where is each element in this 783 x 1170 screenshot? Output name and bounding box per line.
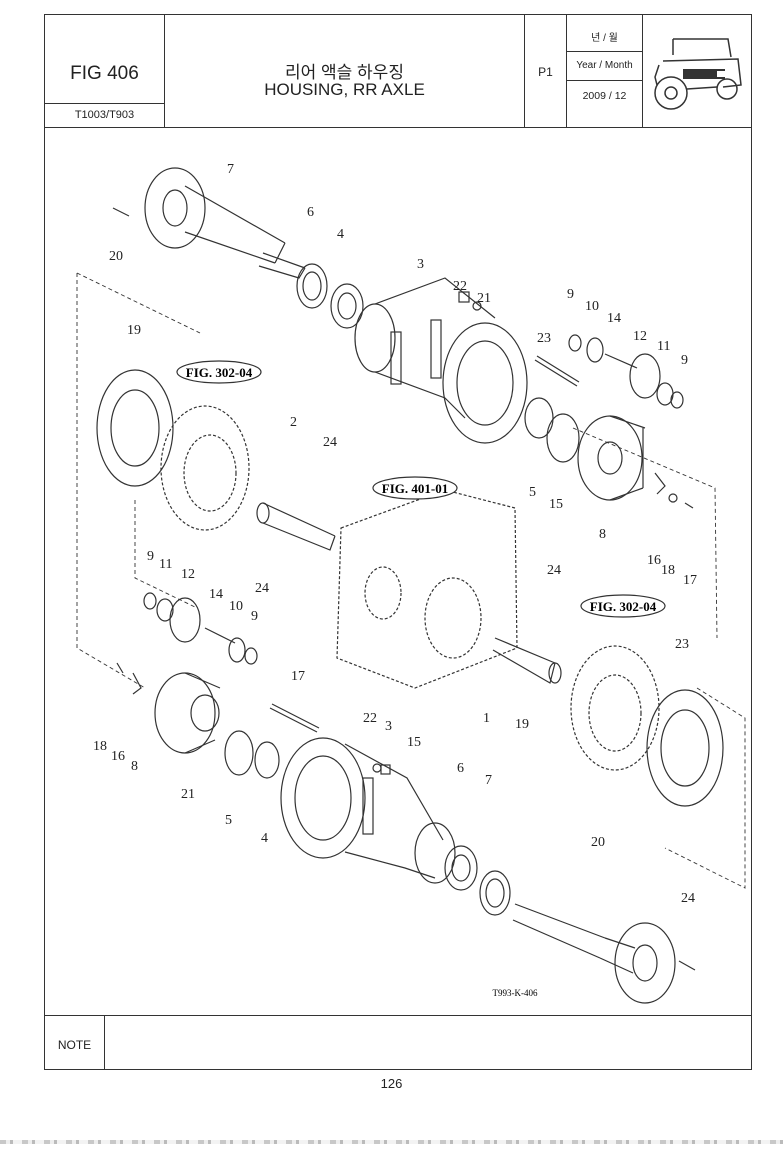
header-block: FIG 406 T1003/T903 리어 액슬 하우징 HOUSING, RR… <box>45 15 751 128</box>
stud-20-lower <box>678 960 696 971</box>
seal-upper <box>296 263 328 309</box>
callout: 20 <box>591 835 605 850</box>
pin-23-lower <box>269 703 320 733</box>
callout: 21 <box>181 787 195 802</box>
callout: 3 <box>417 257 424 272</box>
models-row: T1003/T903 <box>45 103 164 128</box>
brake-housing-upper <box>160 405 250 531</box>
callout: 10 <box>585 299 599 314</box>
axle-shaft-upper <box>144 167 306 279</box>
page-label: P1 <box>538 65 553 79</box>
callout: 24 <box>547 563 561 578</box>
callout: 15 <box>407 735 421 750</box>
callout: 9 <box>567 287 574 302</box>
callout: 3 <box>385 719 392 734</box>
note-band: NOTE <box>45 1015 751 1070</box>
axle-housing-lower <box>280 737 456 884</box>
callout: 9 <box>251 609 258 624</box>
callout: 16 <box>111 749 125 764</box>
callout: 4 <box>261 831 268 846</box>
scan-artifact-line <box>0 1140 783 1144</box>
callout: 6 <box>457 761 464 776</box>
callout: 8 <box>599 527 606 542</box>
page-number: 126 <box>380 1076 403 1091</box>
callout: 9 <box>147 549 154 564</box>
callout: 19 <box>127 323 141 338</box>
callout: 5 <box>529 485 536 500</box>
tractor-cell <box>643 15 751 127</box>
callout: 17 <box>683 573 697 588</box>
callout: 2 <box>290 415 297 430</box>
figure-cell: FIG 406 T1003/T903 <box>45 15 165 127</box>
callout: 20 <box>109 249 123 264</box>
figure-number: FIG 406 <box>70 63 139 84</box>
date-value: 2009 / 12 <box>582 90 627 102</box>
title-english: HOUSING, RR AXLE <box>264 80 425 99</box>
callout: 18 <box>93 739 107 754</box>
date-label-english: Year / Month <box>567 51 642 81</box>
callout: 14 <box>607 311 621 326</box>
callout: 9 <box>681 353 688 368</box>
stud-20-upper <box>112 207 130 217</box>
fig-ref-302-04-upper: FIG. 302-04 <box>176 360 262 384</box>
callout: 23 <box>537 331 551 346</box>
callout: 24 <box>323 435 337 450</box>
pinion-shaft-lower <box>492 637 562 684</box>
callout: 21 <box>477 291 491 306</box>
planet-carrier-lower <box>154 672 221 754</box>
callout: 12 <box>633 329 647 344</box>
bearing-upper <box>330 283 364 329</box>
callout: 22 <box>453 279 467 294</box>
note-label: NOTE <box>45 1016 105 1070</box>
date-cell: 년 / 월 Year / Month 2009 / 12 <box>567 15 643 127</box>
callout: 5 <box>225 813 232 828</box>
title-cell: 리어 액슬 하우징 HOUSING, RR AXLE <box>165 15 525 127</box>
callout: 16 <box>647 553 661 568</box>
fig-ref-302-04-lower: FIG. 302-04 <box>580 594 666 618</box>
callout: 8 <box>131 759 138 774</box>
callout: 14 <box>209 587 223 602</box>
callout: 10 <box>229 599 243 614</box>
callout: 1 <box>483 711 490 726</box>
pinion-shaft-upper <box>256 502 336 551</box>
exploded-parts-diagram: FIG. 302-04 FIG. 401-01 FIG. 302-04 T993… <box>76 162 746 1004</box>
callout: 6 <box>307 205 314 220</box>
bearing-lower <box>444 845 478 891</box>
callout: 11 <box>657 339 670 354</box>
date-label-korean: 년 / 월 <box>591 33 618 44</box>
fig-ref-label: FIG. 302-04 <box>186 365 253 380</box>
center-casing <box>336 489 518 689</box>
callout: 7 <box>227 162 234 177</box>
fig-ref-label: FIG. 302-04 <box>590 599 657 614</box>
pin-23-upper <box>534 355 580 387</box>
planet-carrier-upper <box>577 415 646 501</box>
callout: 4 <box>337 227 344 242</box>
callout: 11 <box>159 557 172 572</box>
callout: 17 <box>291 669 305 684</box>
model-names: T1003/T903 <box>74 109 135 121</box>
callout: 24 <box>681 891 695 906</box>
callout: 22 <box>363 711 377 726</box>
brake-housing-lower <box>570 645 660 771</box>
callout: 12 <box>181 567 195 582</box>
tractor-icon <box>654 38 742 110</box>
seal-lower <box>479 870 511 916</box>
ring-gear-lower <box>646 689 724 807</box>
callout: 23 <box>675 637 689 652</box>
fig-ref-401-01: FIG. 401-01 <box>372 476 458 500</box>
title-korean: 리어 액슬 하우징 <box>285 63 404 82</box>
axle-shaft-lower <box>512 903 676 1004</box>
drawing-code: T993-K-406 <box>493 988 538 998</box>
page-cell: P1 <box>525 15 567 127</box>
callout: 7 <box>485 773 492 788</box>
callout: 24 <box>255 581 269 596</box>
callout: 15 <box>549 497 563 512</box>
ring-gear-upper <box>96 369 174 487</box>
axle-housing-upper <box>354 277 528 444</box>
callout: 19 <box>515 717 529 732</box>
parts-sheet: FIG 406 T1003/T903 리어 액슬 하우징 HOUSING, RR… <box>44 14 752 1070</box>
callout: 18 <box>661 563 675 578</box>
fig-ref-label: FIG. 401-01 <box>382 481 448 496</box>
